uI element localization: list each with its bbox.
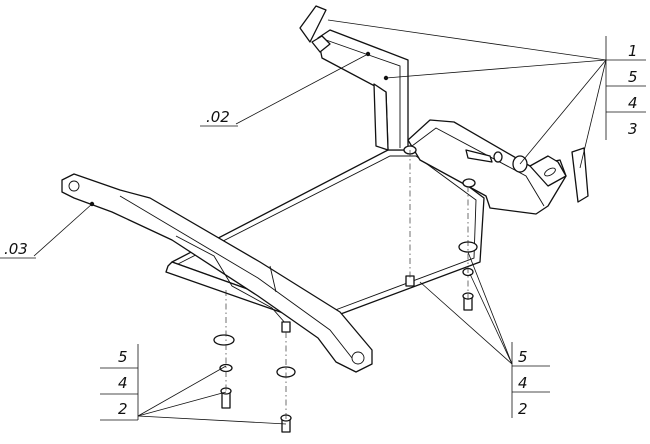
bolt-right-tab-icon xyxy=(571,147,589,203)
bolt-top-left-icon xyxy=(299,5,327,43)
svg-text:5: 5 xyxy=(518,348,528,366)
svg-text:.03: .03 xyxy=(4,240,28,258)
label-part-03: .03 xyxy=(0,240,36,259)
right-crossbar xyxy=(407,119,567,215)
leaders xyxy=(33,19,607,425)
svg-text:4: 4 xyxy=(118,374,128,392)
svg-text:2: 2 xyxy=(518,400,528,418)
assembly-axes xyxy=(225,150,469,420)
label-stack-bottom-right: 5 4 2 xyxy=(511,342,550,418)
svg-text:5: 5 xyxy=(118,348,128,366)
svg-text:1: 1 xyxy=(628,42,638,60)
svg-text:4: 4 xyxy=(628,94,638,112)
hardware xyxy=(213,5,589,433)
svg-text:2: 2 xyxy=(118,400,128,418)
svg-text:4: 4 xyxy=(518,374,528,392)
svg-text:5: 5 xyxy=(628,68,638,86)
side-bar xyxy=(61,173,373,373)
svg-text:3: 3 xyxy=(628,120,638,138)
label-stack-top-right: 1 5 4 3 xyxy=(605,36,646,140)
label-part-02: .02 xyxy=(200,108,238,127)
label-stack-bottom-left: 5 4 2 xyxy=(100,344,139,421)
rear-bracket xyxy=(311,29,409,151)
svg-text:.02: .02 xyxy=(206,108,230,126)
